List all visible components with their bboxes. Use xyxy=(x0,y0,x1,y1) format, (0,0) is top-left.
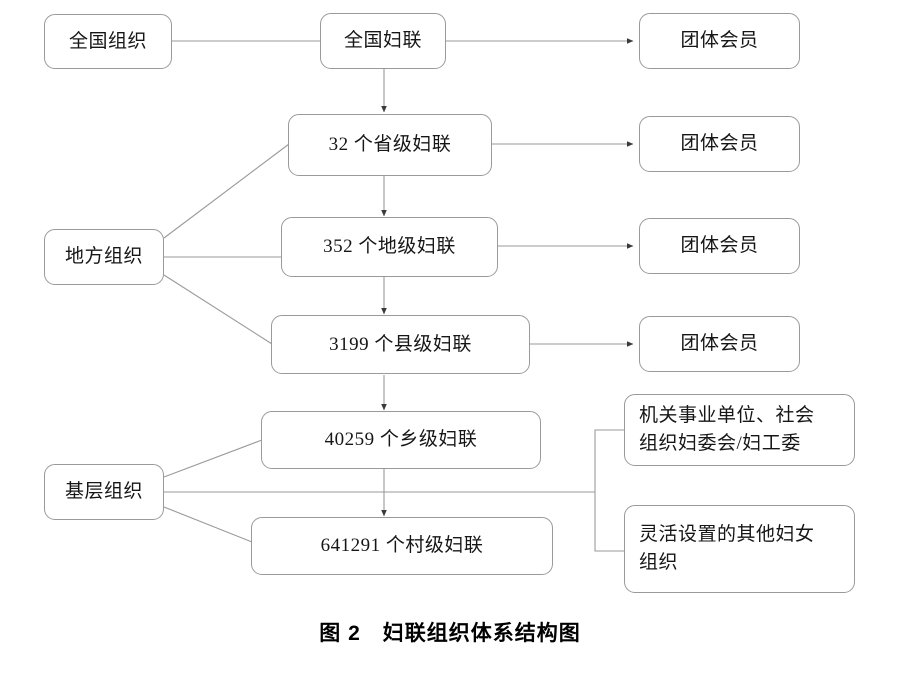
node-group-member-3: 团体会员 xyxy=(639,218,800,274)
group-label-grassroots-text: 基层组织 xyxy=(64,481,143,503)
node-prefecture-federation: 352 个地级妇联 xyxy=(281,217,498,277)
node-group-member-2: 团体会员 xyxy=(639,116,800,172)
node-group-member-4: 团体会员 xyxy=(639,316,800,372)
node-national-federation: 全国妇联 xyxy=(320,13,446,69)
node-group-member-4-label: 团体会员 xyxy=(680,333,759,355)
node-county-federation: 3199 个县级妇联 xyxy=(271,315,530,374)
node-village-federation: 641291 个村级妇联 xyxy=(251,517,553,575)
connector-bracket-to-units xyxy=(594,429,624,552)
node-group-member-1-label: 团体会员 xyxy=(680,30,759,52)
node-flexible-unit: 灵活设置的其他妇女 组织 xyxy=(624,505,855,593)
connector-grassroots-to-village xyxy=(163,506,263,547)
node-provincial-federation-label: 32 个省级妇联 xyxy=(328,134,452,156)
connector-local-to-county xyxy=(163,274,273,345)
node-provincial-federation: 32 个省级妇联 xyxy=(288,114,492,176)
node-township-federation-label: 40259 个乡级妇联 xyxy=(324,429,478,451)
node-institution-unit: 机关事业单位、社会 组织妇委会/妇工委 xyxy=(624,394,855,466)
node-flexible-unit-line2: 组织 xyxy=(639,552,679,573)
connector-grassroots-to-township xyxy=(163,439,263,478)
connector-local-to-provincial xyxy=(163,143,290,239)
group-label-national-text: 全国组织 xyxy=(68,30,147,52)
node-institution-unit-text: 机关事业单位、社会 组织妇委会/妇工委 xyxy=(639,402,815,459)
group-label-local-text: 地方组织 xyxy=(64,246,143,268)
node-institution-unit-line2: 组织妇委会/妇工委 xyxy=(639,433,801,454)
node-township-federation: 40259 个乡级妇联 xyxy=(261,411,541,469)
figure-caption: 图 2 妇联组织体系结构图 xyxy=(319,622,581,645)
node-group-member-2-label: 团体会员 xyxy=(680,133,759,155)
group-label-grassroots: 基层组织 xyxy=(44,464,164,520)
node-institution-unit-line1: 机关事业单位、社会 xyxy=(639,404,815,426)
group-label-national: 全国组织 xyxy=(44,14,172,69)
node-group-member-1: 团体会员 xyxy=(639,13,800,69)
group-label-local: 地方组织 xyxy=(44,229,164,285)
node-group-member-3-label: 团体会员 xyxy=(680,235,759,257)
node-flexible-unit-text: 灵活设置的其他妇女 组织 xyxy=(639,521,815,578)
node-prefecture-federation-label: 352 个地级妇联 xyxy=(323,236,456,258)
node-county-federation-label: 3199 个县级妇联 xyxy=(329,333,472,355)
node-national-federation-label: 全国妇联 xyxy=(343,30,422,52)
node-flexible-unit-line1: 灵活设置的其他妇女 xyxy=(639,523,815,545)
node-village-federation-label: 641291 个村级妇联 xyxy=(320,535,484,557)
